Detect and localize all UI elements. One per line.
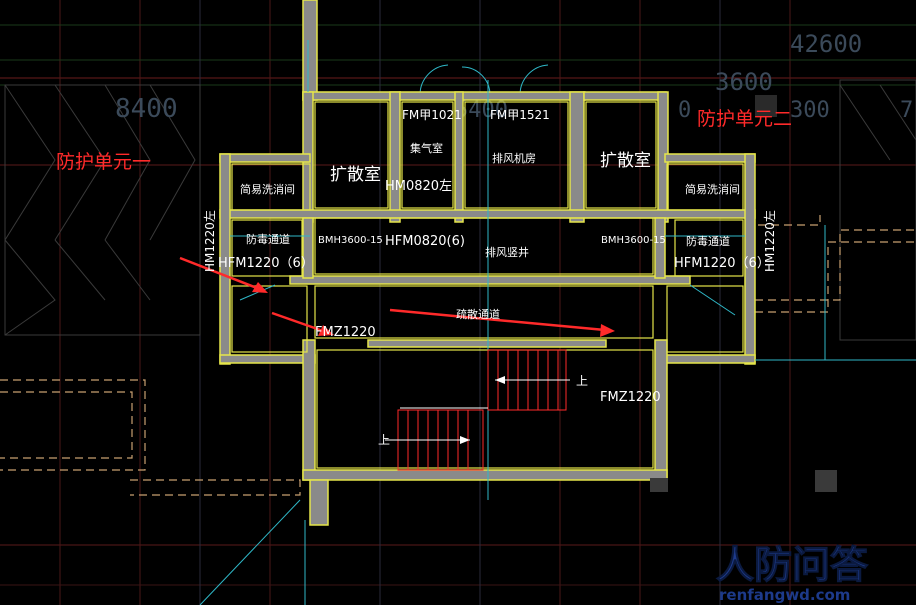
- room-label: 简易洗消间: [240, 182, 295, 196]
- door-label: FMZ1220: [600, 390, 661, 405]
- column-markers: [650, 95, 837, 492]
- dimension-text: 7: [900, 98, 913, 123]
- room-label: 排风机房: [492, 151, 536, 165]
- door-label: HFM1220（6）: [218, 256, 314, 271]
- stair-up-label: 上: [378, 433, 390, 447]
- protection-unit-two-label: 防护单元二: [697, 108, 792, 130]
- door-labels: FM甲1021 FM甲1521 HM0820左 HFM0820(6) BMH36…: [202, 108, 777, 405]
- watermark-brand: 人防问答: [716, 543, 869, 587]
- room-label: 防毒通道: [246, 232, 290, 246]
- structure-walls: [219, 91, 756, 526]
- right-ramp: [839, 79, 916, 341]
- unit-annotations: 防护单元一 防护单元二: [56, 108, 792, 173]
- protection-unit-one-label: 防护单元一: [56, 151, 151, 173]
- room-label: 防毒通道: [686, 234, 730, 248]
- door-label: BMH3600-15: [601, 235, 666, 246]
- room-label: 排风竖井: [485, 245, 529, 259]
- dimension-text: 8400: [115, 94, 178, 124]
- room-label: 集气室: [410, 141, 443, 155]
- door-label: HM1220左: [762, 210, 777, 272]
- room-label: 简易洗消间: [685, 182, 740, 196]
- inner-outlines: [231, 101, 744, 469]
- dimension-text: 3600: [715, 68, 773, 96]
- annotation-arrows: [179, 256, 615, 337]
- stair-up-label: 上: [576, 374, 588, 388]
- room-label: 扩散室: [330, 165, 381, 185]
- dimension-text: 42600: [790, 30, 862, 58]
- cyan-lines: [199, 40, 916, 605]
- entry-walls: [302, 0, 549, 101]
- dimension-labels: 42600 3600 8400 5400 0 300 7: [115, 30, 913, 124]
- watermark-url: renfangwd.com: [719, 586, 850, 604]
- stairs: [385, 349, 570, 471]
- left-ramp: [4, 84, 201, 336]
- room-label: 疏散通道: [456, 307, 500, 321]
- dashed-outlines: [0, 215, 916, 496]
- door-label: BMH3600-15: [318, 235, 383, 246]
- door-label: HFM1220（6）: [674, 256, 770, 271]
- watermark: 人防问答 renfangwd.com: [716, 543, 870, 605]
- dimension-text: 300: [790, 98, 830, 123]
- door-label: FMZ1220: [315, 325, 376, 340]
- door-label: HFM0820(6): [385, 234, 465, 249]
- door-label: FM甲1521: [490, 108, 550, 122]
- door-label: FM甲1021: [402, 108, 462, 122]
- dimension-text: 0: [678, 98, 691, 123]
- door-label: HM1220左: [202, 210, 217, 272]
- room-label: 扩散室: [600, 151, 651, 171]
- door-label: HM0820左: [385, 179, 452, 194]
- room-labels: 扩散室 扩散室 集气室 排风机房 简易洗消间 简易洗消间 防毒通道 防毒通道 排…: [240, 141, 740, 321]
- stair-labels: 上 上: [378, 374, 588, 447]
